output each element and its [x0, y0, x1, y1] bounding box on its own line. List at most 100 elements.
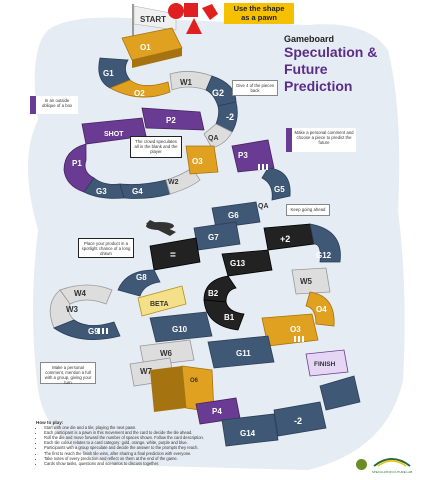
callout-spotlight: Place your product in a spotlight chance… — [78, 238, 134, 258]
instruction-item: The first to reach the finish tile wins,… — [44, 451, 346, 456]
svg-text:G10: G10 — [172, 325, 188, 334]
pawn-note-line1: Use the shape — [233, 4, 285, 13]
instructions: How to play: Start with one die and a ti… — [36, 420, 346, 476]
instruction-item: Start with one die and a tile; playing t… — [44, 425, 346, 430]
svg-text:QA: QA — [258, 203, 269, 210]
tile-g13[interactable]: G13 — [221, 249, 273, 277]
callout-personal-comment: Make a personal comment and choose a pie… — [286, 128, 356, 152]
tile-p2[interactable]: P2 — [141, 107, 205, 131]
partner-logo — [356, 459, 367, 470]
instruction-item: Each tile colour relates to a card categ… — [44, 440, 346, 445]
svg-text:G14: G14 — [240, 429, 256, 438]
callout-crowd: The crowd speculates all in the blank an… — [130, 136, 182, 158]
svg-text:W5: W5 — [300, 277, 313, 286]
tile-b1[interactable]: B1 — [203, 299, 245, 331]
tile-o1[interactable]: O1 — [121, 27, 183, 68]
tile-beta[interactable]: BETA — [137, 285, 187, 317]
svg-text:O6: O6 — [190, 378, 199, 384]
svg-text:W6: W6 — [160, 349, 173, 358]
tile-g6[interactable]: G6 — [211, 201, 261, 229]
callout-give-back: Give 4 of the pieces back — [232, 80, 278, 96]
org-logo-text: SPECULATION FUTURE LAB — [371, 470, 413, 474]
svg-text:P3: P3 — [238, 151, 248, 160]
tile-end-ramp[interactable] — [319, 375, 361, 411]
tile-w2[interactable]: W2 — [165, 167, 201, 195]
svg-text:-2: -2 — [226, 112, 234, 122]
svg-text:O1: O1 — [140, 43, 151, 52]
tile-plus2[interactable]: +2 — [263, 223, 315, 251]
svg-text:W4: W4 — [74, 289, 87, 298]
tile-b2[interactable]: B2 — [203, 275, 237, 303]
tile-g9[interactable]: G9 — [53, 319, 121, 340]
svg-text:G11: G11 — [236, 349, 251, 358]
tile-o2[interactable]: O2 — [109, 79, 171, 98]
title-line1: Speculation & — [284, 44, 378, 60]
callout-group-turn: Make a personal comment, mention a full … — [40, 362, 96, 385]
tile-w4[interactable]: W4 — [59, 284, 113, 305]
org-logo-arc-icon — [373, 458, 411, 467]
tile-black-equals[interactable]: = — [149, 237, 201, 271]
svg-text:O3: O3 — [290, 325, 301, 334]
tile-orange-cube[interactable]: O6 — [150, 365, 215, 413]
svg-text:G8: G8 — [136, 273, 147, 282]
tile-qa-mid[interactable]: QA — [258, 203, 269, 210]
svg-text:+2: +2 — [280, 234, 290, 244]
svg-text:G13: G13 — [230, 259, 246, 268]
tile-o5[interactable]: O3 — [261, 313, 319, 347]
instructions-list: Start with one die and a tile; playing t… — [36, 425, 346, 466]
instruction-item: Participants with a group speculate and … — [44, 445, 346, 450]
tile-p1[interactable]: P1 — [63, 143, 95, 193]
instruction-item: Each participant is a pawn in this movem… — [44, 430, 346, 435]
tile-w1[interactable]: W1 — [169, 71, 213, 91]
svg-text:BETA: BETA — [150, 301, 169, 308]
pawn-note: Use the shape as a pawn — [224, 3, 294, 24]
svg-text:-2: -2 — [294, 416, 302, 426]
tile-g11[interactable]: G11 — [207, 335, 275, 369]
callout-keep-going: Keep going ahead — [286, 204, 330, 216]
instruction-item: Take notes of every prediction and refle… — [44, 456, 346, 461]
svg-text:G5: G5 — [274, 185, 285, 194]
start-flag: START — [132, 4, 177, 40]
svg-text:O4: O4 — [316, 305, 327, 314]
svg-text:B2: B2 — [208, 289, 219, 298]
org-logo: SPECULATION FUTURE LAB — [370, 454, 414, 474]
svg-text:P4: P4 — [212, 407, 222, 416]
tile-g8[interactable]: G8 — [117, 269, 161, 297]
svg-text:G4: G4 — [132, 187, 143, 196]
tile-g5[interactable]: G5 — [261, 167, 291, 201]
title-line2: Future — [284, 61, 328, 77]
svg-text:B1: B1 — [224, 313, 235, 322]
tile-g7[interactable]: G7 — [193, 221, 241, 251]
svg-text:O2: O2 — [134, 89, 145, 98]
pawn-note-line2: as a pawn — [241, 13, 277, 22]
svg-text:G3: G3 — [96, 187, 107, 196]
svg-text:P1: P1 — [72, 159, 82, 168]
tile-g4[interactable]: G4 — [119, 179, 171, 199]
start-label: START — [140, 15, 166, 24]
title-line3: Prediction — [284, 78, 353, 94]
tile-o4[interactable]: O4 — [305, 291, 335, 327]
svg-text:SHOT: SHOT — [104, 131, 124, 138]
tile-o3[interactable]: O3 — [185, 145, 219, 175]
svg-text:W1: W1 — [180, 78, 193, 87]
svg-text:P2: P2 — [166, 116, 176, 125]
tile-g12[interactable]: G12 — [309, 223, 341, 263]
tile-w6[interactable]: W6 — [139, 339, 195, 367]
title-block: Gameboard Speculation & Future Predictio… — [284, 34, 424, 95]
tile-g10[interactable]: G10 — [149, 311, 213, 343]
tile-finish[interactable]: FINISH — [305, 349, 349, 377]
svg-text:G12: G12 — [316, 251, 332, 260]
title-kicker: Gameboard — [284, 34, 335, 44]
instruction-item: Cards show tasks, questions and scenario… — [44, 461, 346, 466]
tile-g14[interactable]: G14 — [221, 413, 279, 447]
svg-text:=: = — [170, 250, 176, 261]
svg-text:G6: G6 — [228, 211, 239, 220]
instructions-heading: How to play: — [36, 420, 64, 425]
svg-text:G2: G2 — [212, 88, 224, 98]
svg-text:W3: W3 — [66, 305, 79, 314]
tile-w5[interactable]: W5 — [291, 267, 331, 295]
svg-text:W2: W2 — [168, 179, 179, 186]
pawn-shapes[interactable] — [168, 3, 218, 34]
tile-minus2-bottom[interactable]: -2 — [273, 401, 327, 437]
